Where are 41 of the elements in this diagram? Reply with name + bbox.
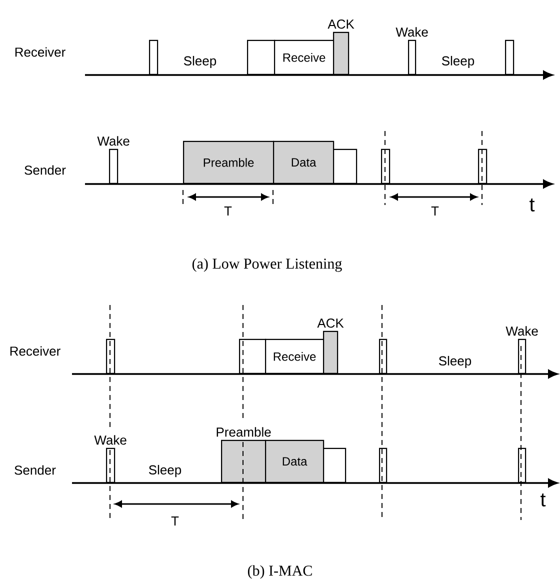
timing-box: Wake (93, 434, 128, 483)
axis-label: Receiver (10, 346, 60, 356)
slot-box (239, 338, 266, 374)
slot-box (323, 448, 346, 483)
axis-label: T (224, 206, 232, 216)
time-label: t (530, 198, 535, 212)
axis-label: Receiver (15, 47, 66, 57)
slot-box (247, 40, 276, 75)
node-label: Wake (396, 27, 428, 37)
timing-box: Data (265, 440, 324, 483)
axis-label: T (171, 516, 179, 526)
axis-label: Sleep (148, 464, 182, 478)
timing-box: Preamble (183, 140, 274, 184)
slot-box (379, 448, 388, 483)
slot-box (381, 148, 390, 184)
caption: (b) I-MAC (248, 565, 312, 579)
time-label: t (540, 493, 546, 507)
slot-box (333, 148, 358, 184)
axis-label: T (431, 206, 439, 216)
slot-box (379, 338, 388, 374)
slot-box (106, 338, 116, 374)
caption: (a) Low Power Listening (192, 258, 342, 272)
node-label: Wake (97, 136, 130, 146)
axis-label: Sleep (442, 56, 474, 68)
axis-label: Sleep (184, 56, 216, 68)
timing-box: Wake (504, 325, 540, 374)
axis-label: Sender (14, 465, 56, 475)
node-label: ACK (317, 318, 344, 328)
node-label: Wake (94, 435, 126, 445)
node-label: Wake (506, 326, 538, 336)
timing-box: Data (273, 140, 334, 184)
axis-label: Sender (24, 165, 66, 175)
slot-box (149, 40, 158, 75)
timing-box: Wake (96, 135, 131, 184)
slot-box (505, 40, 514, 75)
axis-label: Sleep (438, 356, 472, 368)
timing-box: Wake (394, 26, 430, 75)
slot-box (518, 448, 526, 483)
node-label: ACK (328, 19, 354, 29)
slot-box (478, 148, 488, 184)
node-label: Preamble (216, 427, 271, 437)
